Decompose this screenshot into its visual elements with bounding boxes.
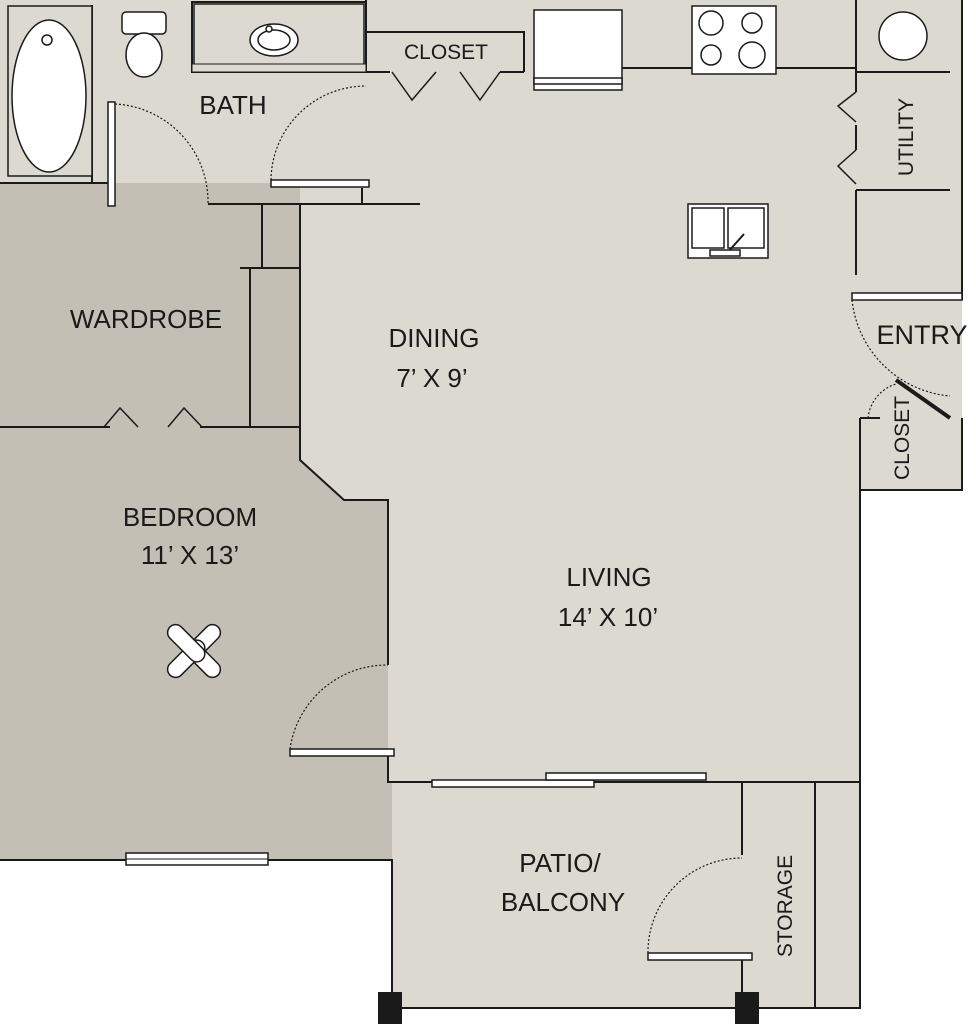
storage-door[interactable]	[647, 857, 753, 961]
refrigerator-icon	[533, 9, 623, 91]
entry-door[interactable]	[851, 292, 963, 420]
closet-door-left[interactable]	[270, 85, 370, 188]
dining-size: 7’ X 9’	[396, 363, 467, 393]
patio-sliding-door[interactable]	[431, 772, 707, 788]
toilet-icon	[121, 11, 167, 78]
bath-label: BATH	[199, 90, 266, 120]
bedroom-label: BEDROOM	[123, 502, 257, 532]
outer-wall	[0, 0, 963, 1009]
sink-icon	[191, 3, 367, 73]
entry-closet-door[interactable]	[867, 383, 897, 419]
closet-bifold-door[interactable]	[391, 71, 501, 102]
water-heater-icon	[878, 11, 928, 61]
wardrobe-label: WARDROBE	[70, 304, 222, 334]
living-label: LIVING	[566, 562, 651, 592]
patio-label: PATIO/	[519, 848, 601, 878]
bedroom-door[interactable]	[289, 664, 395, 757]
ceiling-fan-icon	[166, 623, 222, 679]
bedroom-size: 11’ X 13’	[141, 540, 239, 570]
closet-top-label: CLOSET	[404, 41, 488, 64]
patio-post-right	[735, 992, 759, 1024]
wardrobe-wall	[0, 204, 300, 428]
bedroom-floor	[0, 183, 392, 860]
bath-wall	[0, 182, 860, 783]
storage-label: STORAGE	[774, 855, 797, 957]
bath-door[interactable]	[107, 101, 209, 207]
utility-bifold-door[interactable]	[836, 91, 857, 185]
utility-wall	[855, 0, 950, 275]
living-size: 14’ X 10’	[558, 602, 658, 632]
entry-closet-wall	[859, 417, 880, 490]
wardrobe-bifold-door[interactable]	[103, 406, 203, 428]
balcony-label: BALCONY	[501, 887, 625, 917]
bathtub-icon	[7, 5, 93, 177]
kitchen-sink-icon	[687, 203, 769, 259]
dining-label: DINING	[389, 323, 480, 353]
stove-icon	[691, 5, 777, 75]
entry-label: ENTRY	[876, 320, 967, 350]
entry-closet-label: CLOSET	[891, 396, 914, 480]
utility-label: UTILITY	[895, 98, 918, 176]
bedroom-window	[125, 852, 269, 866]
patio-post-left	[378, 992, 402, 1024]
